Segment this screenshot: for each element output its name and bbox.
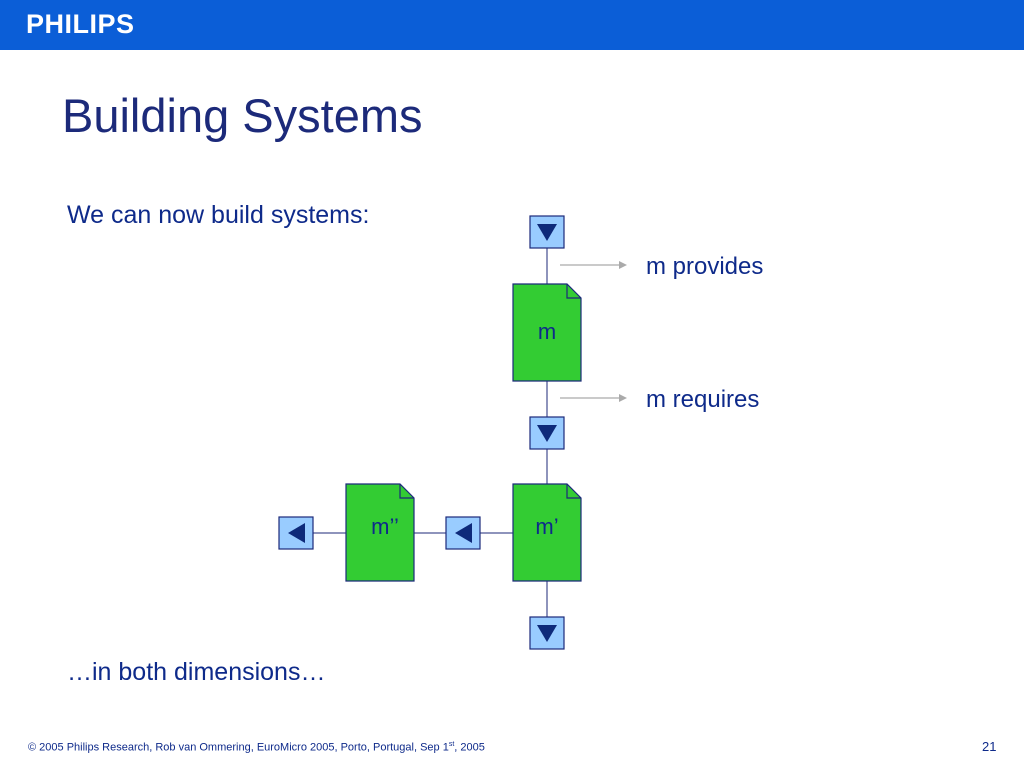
provides-arrowhead [619,261,627,269]
provides-label: m provides [646,253,763,280]
footer-copyright-end: , 2005 [454,741,485,754]
header-bar: PHILIPS [0,0,1024,50]
page-number: 21 [982,739,997,754]
footer-copyright-main: © 2005 Philips Research, Rob van Ommerin… [28,741,449,754]
left-triangle-icon [288,523,305,543]
required-interface-m-double-prime-left [278,516,314,550]
requires-label: m requires [646,386,759,413]
down-triangle-icon [537,224,557,241]
requires-arrowhead [619,394,627,402]
down-triangle-icon [537,425,557,442]
footer-copyright-sup: st [448,741,455,748]
provided-interface-top [529,215,565,249]
down-triangle-icon [537,625,557,642]
intro-text: We can now build systems: [67,201,370,229]
required-interface-m-prime-left [445,516,481,550]
module-m-label: m [538,319,556,344]
module-m-prime: m’ [512,483,582,582]
module-m: m [512,283,582,382]
slide-title: Building Systems [62,89,423,142]
module-m-prime-label: m’ [535,514,558,539]
required-interface-m-prime-down [529,616,565,650]
closing-text: …in both dimensions… [67,658,326,686]
module-m-double-prime-label: m’’ [371,514,399,539]
module-m-double-prime: m’’ [345,483,415,582]
required-interface-m [529,416,565,450]
footer-copyright: © 2005 Philips Research, Rob van Ommerin… [28,741,485,754]
left-triangle-icon [455,523,472,543]
philips-logo: PHILIPS [26,9,135,39]
